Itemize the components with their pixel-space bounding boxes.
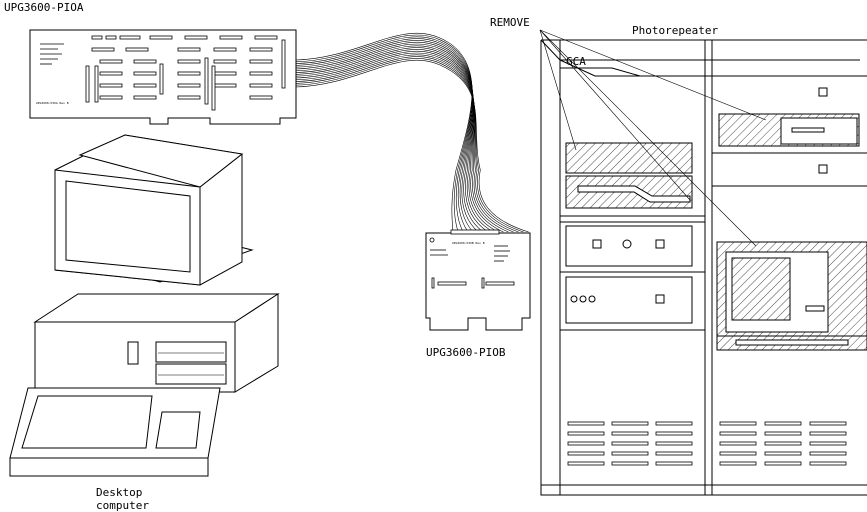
ribbon-wire	[295, 60, 529, 233]
vent-slot	[809, 431, 847, 436]
piob-silkscreen	[429, 237, 510, 262]
vent-slot	[655, 451, 693, 456]
vent-slot	[611, 451, 649, 456]
ribbon-wire	[295, 38, 473, 233]
ribbon-wire	[295, 34, 473, 233]
display-screen	[731, 257, 791, 321]
photorepeater-cabinet	[540, 39, 867, 496]
pioa-label: UPG3600-PIOA	[4, 1, 84, 14]
vent-slots	[567, 421, 847, 466]
pioa-silkscreen	[40, 43, 64, 65]
vent-slot	[567, 431, 605, 436]
ribbon-wire	[295, 56, 519, 233]
keyboard-numpad	[155, 411, 201, 449]
vent-slot	[719, 461, 757, 466]
vent-slot	[809, 451, 847, 456]
desktop-computer	[9, 134, 280, 477]
vent-slot	[764, 461, 802, 466]
left-module-controls-2	[565, 276, 693, 324]
module-knob	[622, 239, 632, 249]
vent-slot	[567, 451, 605, 456]
power-switch	[127, 341, 139, 365]
indicator	[818, 164, 828, 174]
piob-connectors	[431, 277, 515, 289]
vent-slot	[655, 431, 693, 436]
module-button	[655, 294, 665, 304]
desktop-label-line1: Desktop	[96, 486, 142, 499]
vent-slot	[809, 441, 847, 446]
drive-bay-top	[155, 341, 227, 363]
vent-slot	[655, 441, 693, 446]
keyboard-main-keys	[21, 395, 153, 449]
vent-slot	[655, 461, 693, 466]
pioa-connectors	[85, 35, 286, 111]
vent-slot	[611, 461, 649, 466]
desktop-label-line2: computer	[96, 499, 149, 512]
photorepeater-label: Photorepeater	[632, 24, 718, 37]
remove-leader-lines	[539, 29, 767, 247]
vent-slot	[611, 431, 649, 436]
vent-slot	[719, 451, 757, 456]
piob-label: UPG3600-PIOB	[426, 346, 506, 359]
vent-slot	[719, 421, 757, 426]
ribbon-wire	[295, 52, 509, 233]
piob-board-marking: UPG3600-PIOB Rev B	[452, 241, 485, 245]
vent-slot	[611, 441, 649, 446]
left-module-hatched-1	[565, 142, 693, 174]
module-button	[655, 239, 665, 249]
vent-slot	[719, 431, 757, 436]
vent-slot	[764, 451, 802, 456]
ribbon-wire	[295, 54, 514, 233]
vent-slot	[809, 421, 847, 426]
vent-slot	[764, 431, 802, 436]
pioa-board: UPG3600-PIOA Rev B	[29, 29, 297, 125]
vent-slot	[567, 441, 605, 446]
vent-slot	[567, 421, 605, 426]
indicator	[818, 87, 828, 97]
vent-slot	[764, 421, 802, 426]
vent-slot	[655, 421, 693, 426]
ribbon-cable	[295, 33, 529, 233]
drive-bay-bottom	[155, 363, 227, 385]
vent-slot	[764, 441, 802, 446]
ribbon-wire	[295, 40, 474, 233]
module-button	[592, 239, 602, 249]
piob-header	[450, 229, 500, 235]
vent-slot	[611, 421, 649, 426]
vent-slot	[719, 441, 757, 446]
vent-slot	[567, 461, 605, 466]
monitor-top	[78, 134, 244, 188]
ribbon-wire	[295, 33, 473, 233]
pioa-board-marking: UPG3600-PIOA Rev B	[36, 101, 69, 105]
gca-label: GCA	[566, 55, 586, 68]
vent-slot	[809, 461, 847, 466]
remove-label: REMOVE	[490, 16, 530, 29]
ribbon-wire	[295, 58, 524, 233]
piob-board: UPG3600-PIOB Rev B	[425, 229, 531, 331]
monitor-screen	[65, 180, 191, 273]
